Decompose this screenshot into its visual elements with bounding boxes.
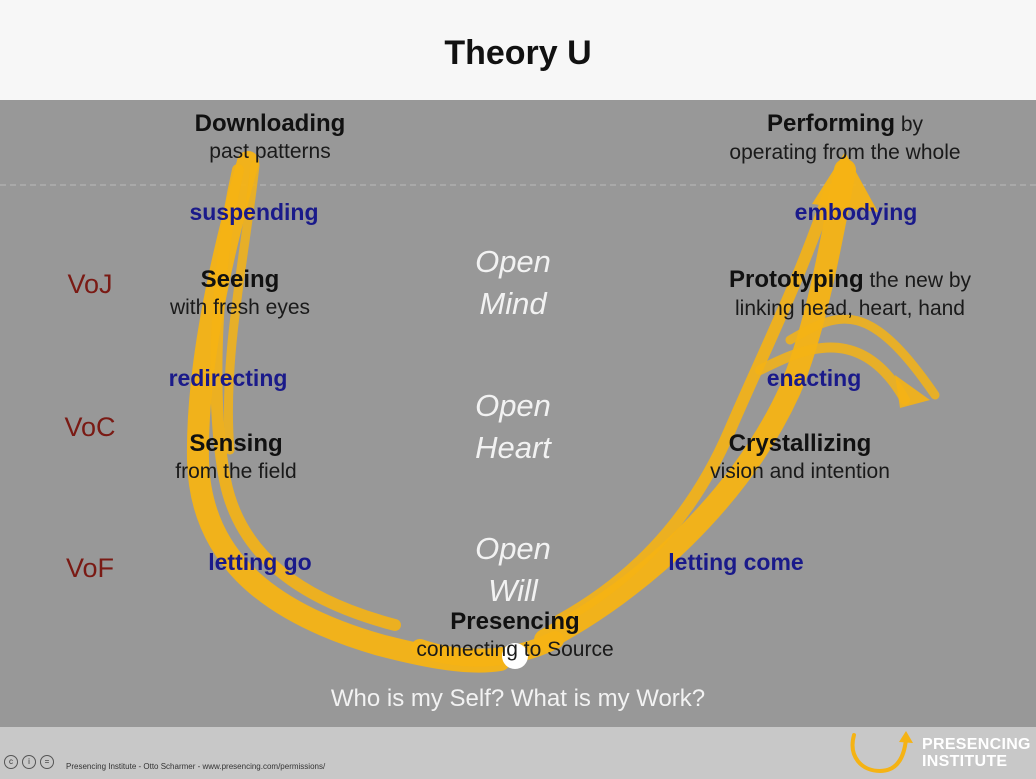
action-letting-go: letting go [208, 549, 312, 575]
presencing-logo-icon [850, 731, 913, 774]
stage-performing: Performing by operating from the whole [729, 110, 961, 164]
stage-presencing: Presencing connecting to Source [416, 608, 614, 661]
stage-downloading: Downloading past patterns [194, 110, 346, 163]
action-letting-come: letting come [668, 549, 804, 575]
footer-credit: Presencing Institute - Otto Scharmer - w… [66, 762, 326, 771]
title-bar: Theory U [0, 0, 1036, 100]
guiding-question: Who is my Self? What is my Work? [330, 685, 706, 712]
openness-heart: Open Heart [475, 388, 551, 465]
voice-of-judgment: VoJ [67, 269, 113, 299]
page-title: Theory U [444, 33, 592, 72]
stage-prototyping: Prototyping the new by linking head, hea… [728, 266, 972, 320]
license-icons: c i = [4, 755, 54, 769]
diagram-canvas: Downloading past patterns Seeing with fr… [0, 100, 1036, 727]
stage-seeing: Seeing with fresh eyes [169, 266, 311, 319]
u-curve-arrow [186, 151, 940, 673]
openness-will: Open Will [475, 531, 551, 608]
action-redirecting: redirecting [168, 365, 288, 391]
action-embodying: embodying [794, 199, 918, 225]
dashed-divider [0, 184, 1036, 186]
voice-of-fear: VoF [65, 553, 115, 583]
no-derivatives-icon: = [40, 755, 54, 769]
action-enacting: enacting [766, 365, 862, 391]
footer-bar [0, 727, 1036, 779]
voice-of-cynicism: VoC [64, 412, 116, 442]
openness-mind: Open Mind [475, 244, 551, 321]
attribution-icon: i [22, 755, 36, 769]
stage-crystallizing: Crystallizing vision and intention [710, 430, 890, 483]
stage-sensing: Sensing from the field [175, 430, 297, 483]
creative-commons-icon: c [4, 755, 18, 769]
presencing-institute-logo: PRESENCING INSTITUTE [922, 736, 1031, 770]
action-suspending: suspending [189, 199, 319, 225]
